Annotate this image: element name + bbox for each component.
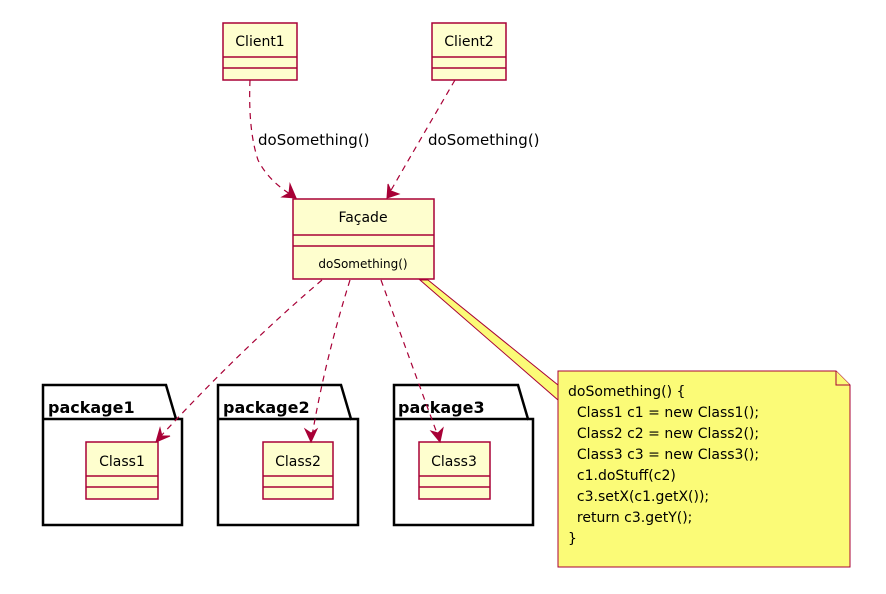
note-line-6: c3.setX(c1.getX());	[568, 489, 709, 505]
package-2-label: package2	[223, 398, 310, 417]
class3-name: Class3	[431, 454, 477, 470]
class1-name: Class1	[99, 454, 145, 470]
note-line-8: }	[568, 531, 577, 547]
note-line-1: doSomething() {	[568, 384, 685, 400]
class-client2[interactable]: Client2	[431, 22, 507, 81]
client1-box	[222, 22, 298, 81]
class-facade[interactable]: Façade doSomething()	[292, 198, 435, 280]
note-line-7: return c3.getY();	[568, 510, 692, 526]
client2-name: Client2	[444, 34, 493, 50]
class1-box	[85, 441, 159, 500]
class-class1[interactable]: Class1	[85, 441, 159, 500]
class3-box	[418, 441, 491, 500]
note-connector	[418, 279, 559, 402]
note-body	[557, 370, 851, 568]
dependency-client2-facade	[389, 79, 456, 193]
client1-name: Client1	[235, 34, 284, 50]
facade-box	[292, 198, 435, 280]
edge-label-client2: doSomething()	[428, 131, 540, 149]
edge-label-client1: doSomething()	[258, 131, 370, 149]
facade-name: Façade	[338, 210, 387, 226]
class-class3[interactable]: Class3	[418, 441, 491, 500]
arrowhead-facade-class3	[429, 426, 444, 444]
dependency-client1-facade	[249, 79, 291, 195]
arrowhead-facade-class2	[303, 427, 319, 444]
note-line-5: c1.doStuff(c2)	[568, 468, 676, 484]
dependency-facade-class1	[159, 279, 323, 438]
note-folded-corner	[835, 371, 850, 386]
class2-box	[262, 441, 334, 500]
class-class2[interactable]: Class2	[262, 441, 334, 500]
dependency-facade-class3	[380, 279, 439, 437]
client2-box	[431, 22, 507, 81]
code-note[interactable]: doSomething() { Class1 c1 = new Class1()…	[557, 370, 851, 568]
dependency-facade-class2	[311, 279, 351, 437]
note-line-2: Class1 c1 = new Class1();	[568, 405, 759, 421]
note-line-3: Class2 c2 = new Class2();	[568, 426, 759, 442]
package-3-label: package3	[398, 398, 485, 417]
class-client1[interactable]: Client1	[222, 22, 298, 81]
class2-name: Class2	[275, 454, 321, 470]
package-1-label: package1	[48, 398, 135, 417]
arrowhead-client1-facade	[280, 182, 297, 199]
arrowhead-client2-facade	[386, 183, 401, 199]
note-line-4: Class3 c3 = new Class3();	[568, 447, 759, 463]
facade-method: doSomething()	[318, 257, 407, 271]
arrowhead-facade-class1	[155, 426, 171, 443]
